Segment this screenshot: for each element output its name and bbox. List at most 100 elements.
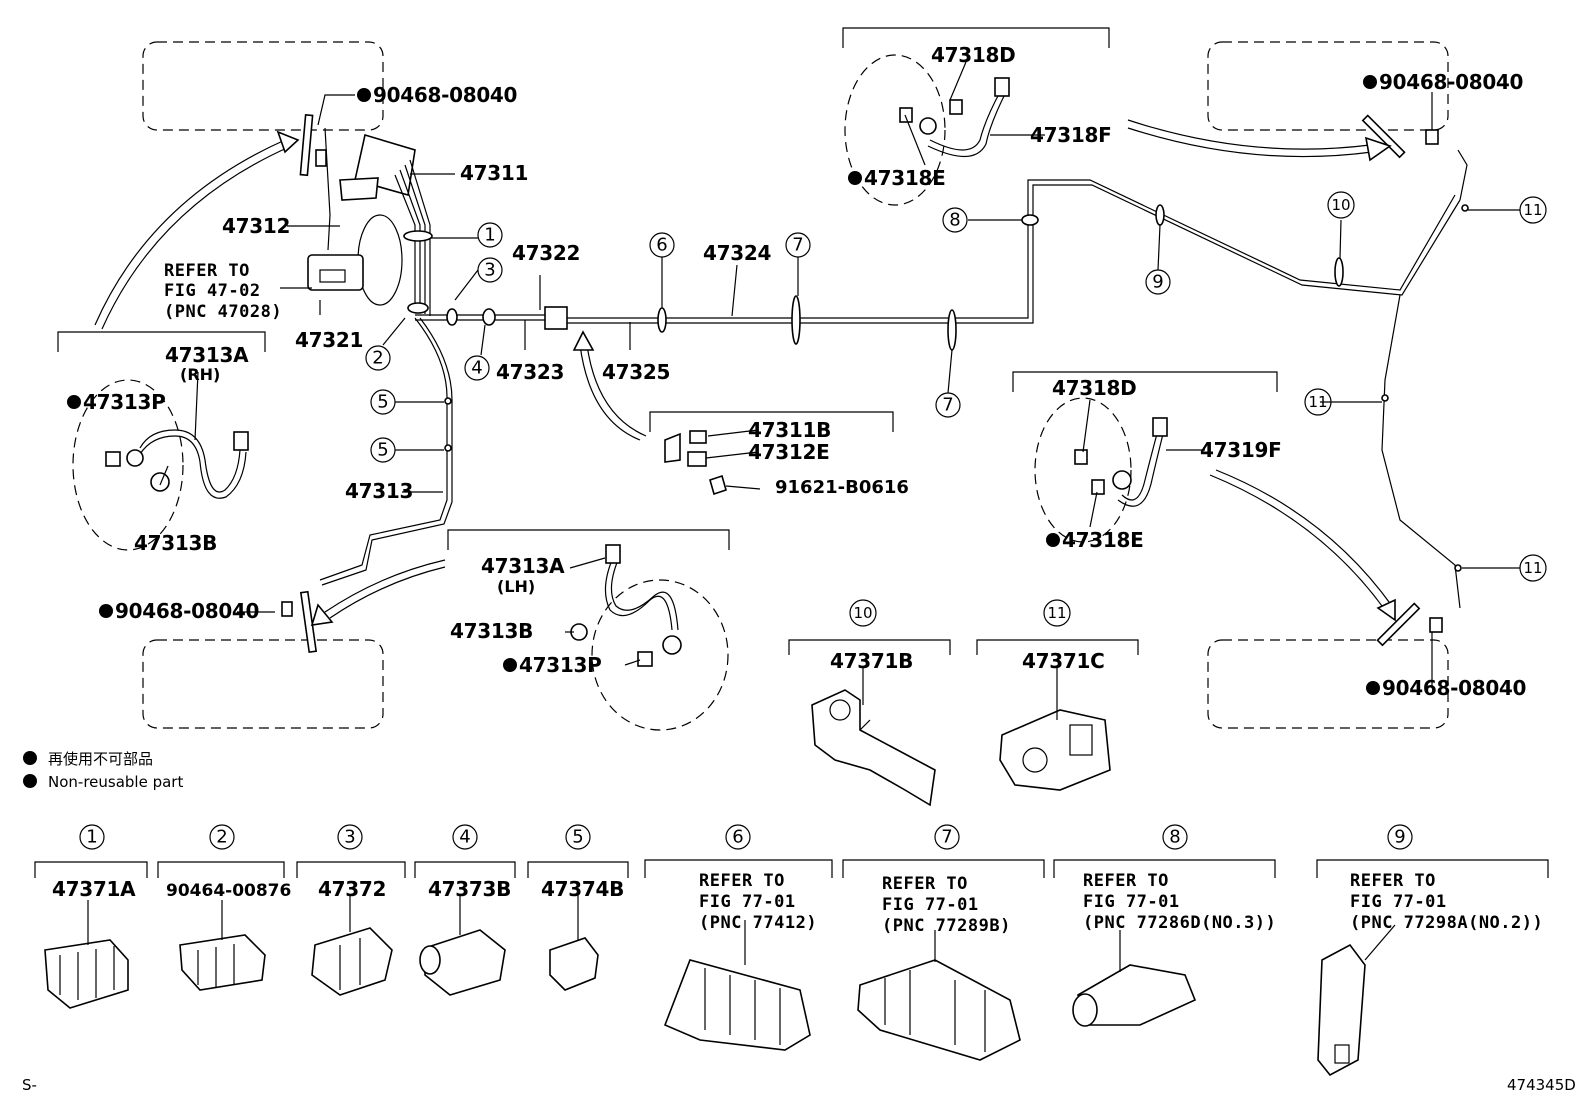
label-ref8-l2: FIG 77-01 [1083, 892, 1180, 912]
label-47312E: 47312E [748, 440, 829, 464]
nonreuse-dot [503, 658, 517, 672]
label-47313A-rh: 47313A [165, 343, 249, 367]
svg-text:11: 11 [1047, 604, 1066, 622]
svg-text:7: 7 [792, 235, 803, 256]
callout-11-header: 11 [1043, 599, 1071, 627]
front-left-brake-line [281, 317, 453, 654]
label-47321: 47321 [295, 328, 363, 352]
callout-b9: 9 [1387, 824, 1413, 850]
label-ref-47-02-l2: FIG 47-02 [164, 281, 261, 301]
brake-actuator [307, 133, 433, 316]
label-90468-rr: 90468-08040 [1379, 70, 1523, 94]
label-47318F: 47318F [1030, 123, 1111, 147]
label-ref-47-02-l1: REFER TO [164, 261, 250, 281]
corner-label-right: 474345D [1507, 1076, 1576, 1094]
label-47323: 47323 [496, 360, 564, 384]
arrow-to-rear-right [1127, 119, 1392, 162]
callout-9: 9 [1145, 269, 1171, 295]
svg-text:7: 7 [941, 827, 952, 848]
bracket-b2 [157, 861, 285, 878]
bracket-b1 [34, 861, 148, 878]
label-ref6-l2: FIG 77-01 [699, 892, 796, 912]
label-ref8-l1: REFER TO [1083, 871, 1169, 891]
svg-text:4: 4 [459, 827, 470, 848]
bracket-47318-top [842, 27, 1110, 48]
rear-left-clip [1429, 617, 1443, 633]
part-47374B-illus [549, 895, 599, 991]
wheel-box-rear-right [1207, 41, 1449, 131]
svg-text:2: 2 [216, 827, 227, 848]
callout-10-header: 10 [849, 599, 877, 627]
label-47318D-mid: 47318D [1052, 376, 1136, 400]
svg-text:5: 5 [377, 440, 388, 461]
callout-8: 8 [942, 207, 968, 233]
part-77286D-illus [1072, 930, 1197, 1027]
label-ref6-l1: REFER TO [699, 871, 785, 891]
nonreuse-dot [1363, 75, 1377, 89]
svg-text:8: 8 [949, 210, 960, 231]
label-47313P-rh: 47313P [83, 390, 165, 414]
nonreuse-dot [1366, 681, 1380, 695]
label-47318E-top: 47318E [864, 166, 945, 190]
label-bottom-47374B: 47374B [541, 877, 624, 901]
nonreuse-dot [67, 395, 81, 409]
callout-3: 3 [477, 257, 503, 283]
svg-text:5: 5 [377, 392, 388, 413]
label-ref6-l3: (PNC 77412) [699, 913, 817, 933]
svg-text:3: 3 [484, 260, 495, 281]
callout-b8: 8 [1162, 824, 1188, 850]
callout-11c: 11 [1519, 554, 1547, 582]
nonreuse-dot [357, 88, 371, 102]
label-47325: 47325 [602, 360, 670, 384]
callout-5b: 5 [370, 437, 396, 463]
label-91621: 91621-B0616 [775, 477, 909, 498]
rear-right-clip [1425, 129, 1439, 145]
label-47313: 47313 [345, 479, 413, 503]
wheel-box-rear-left [1207, 639, 1449, 729]
label-rh: (RH) [180, 365, 220, 384]
arrow-to-47311B [572, 330, 647, 441]
bracket-b9 [1316, 859, 1549, 878]
hose-47313A-lh [570, 544, 729, 731]
callout-10: 10 [1327, 191, 1355, 219]
svg-text:7: 7 [942, 395, 953, 416]
svg-text:10: 10 [853, 604, 872, 622]
nonreuse-dot [848, 171, 862, 185]
svg-text:3: 3 [344, 827, 355, 848]
label-47311B: 47311B [748, 418, 831, 442]
callout-b2: 2 [209, 824, 235, 850]
label-47313B-lh: 47313B [450, 619, 533, 643]
wheel-box-front-right [142, 41, 384, 131]
svg-text:11: 11 [1308, 393, 1327, 411]
main-brake-pipe [415, 149, 1469, 609]
front-right-brake-line [299, 113, 331, 251]
label-47311: 47311 [460, 161, 528, 185]
hose-47319F [1034, 397, 1168, 543]
label-ref7-l3: (PNC 77289B) [882, 916, 1011, 936]
label-ref8-l3: (PNC 77286D(NO.3)) [1083, 913, 1276, 933]
label-47324: 47324 [703, 241, 771, 265]
callout-b4: 4 [452, 824, 478, 850]
svg-text:8: 8 [1169, 827, 1180, 848]
bracket-b8 [1053, 859, 1276, 878]
callout-7b: 7 [935, 392, 961, 418]
label-lh: (LH) [497, 577, 535, 596]
label-ref9-l1: REFER TO [1350, 871, 1436, 891]
arrow-to-rear-left [1209, 469, 1396, 622]
legend-jp: 再使用不可部品 [48, 750, 153, 768]
callout-1: 1 [477, 222, 503, 248]
label-47313P-lh: 47313P [519, 653, 601, 677]
label-bottom-47373B: 47373B [428, 877, 511, 901]
svg-text:5: 5 [572, 827, 583, 848]
rear-right-bracket [1361, 114, 1406, 159]
callout-b1: 1 [79, 824, 105, 850]
part-47373B-illus [419, 895, 506, 996]
part-77298A-illus [1317, 924, 1396, 1077]
bracket-b6 [644, 859, 833, 878]
label-ref9-l2: FIG 77-01 [1350, 892, 1447, 912]
label-bottom-47372: 47372 [318, 877, 386, 901]
nonreuse-dot [1046, 533, 1060, 547]
hose-47318F [844, 54, 1010, 206]
arrow-to-front-left [310, 559, 446, 626]
label-90468-fr: 90468-08040 [373, 83, 517, 107]
